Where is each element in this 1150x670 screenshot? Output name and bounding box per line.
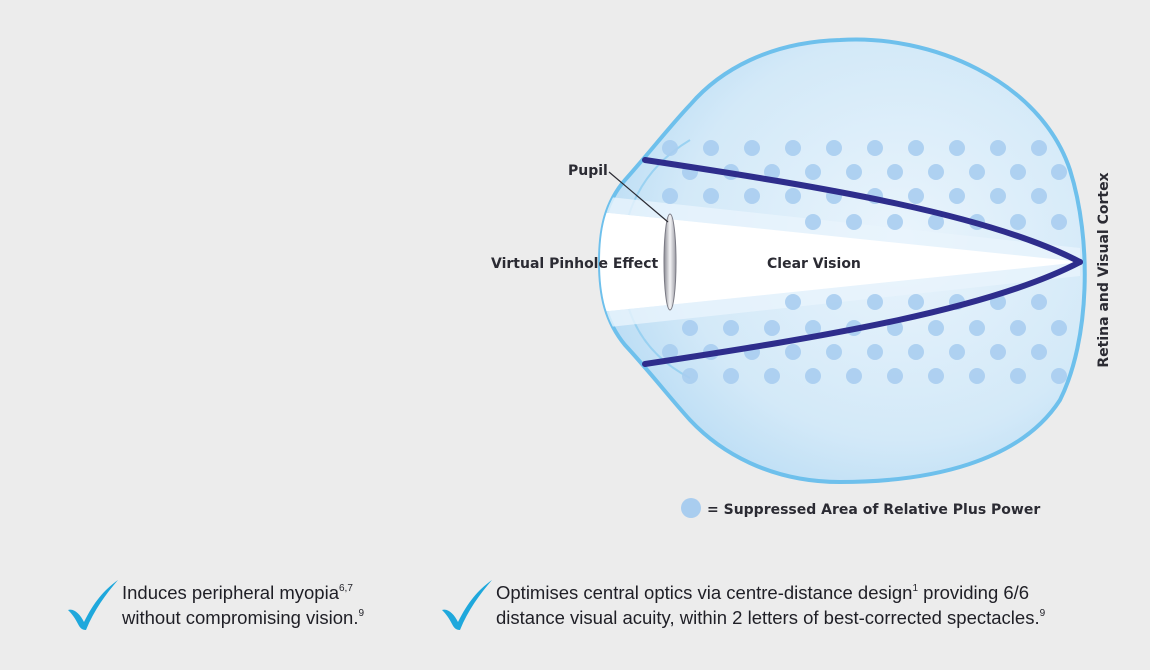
suppressed-dot [744,140,760,156]
pinhole-label: Virtual Pinhole Effect [491,256,659,272]
suppressed-dot [867,140,883,156]
focus-ray-bottom [642,259,1083,367]
checkmark-icon [442,580,492,630]
benefit-2-line1b: providing 6/6 [918,582,1030,603]
suppressed-dot [969,164,985,180]
suppressed-dot [928,214,944,230]
suppressed-dot [805,214,821,230]
suppressed-dot [1051,164,1067,180]
suppressed-dot [908,188,924,204]
suppressed-dot [867,344,883,360]
benefit-2-sup1: 1 [912,583,919,594]
benefit-2-line1: Optimises central optics via centre-dist… [496,582,913,603]
suppressed-dot [764,320,780,336]
suppressed-dot [1031,344,1047,360]
benefit-1-sup2: 9 [358,608,365,619]
suppressed-dot [846,214,862,230]
suppressed-dot [805,368,821,384]
suppressed-dot [867,294,883,310]
benefit-2-line2: distance visual acuity, within 2 letters… [496,607,1040,628]
suppressed-dot [908,294,924,310]
suppressed-dot [908,140,924,156]
suppressed-dot [1010,368,1026,384]
checkmark-icon [68,580,118,630]
suppressed-dot [908,344,924,360]
suppressed-dot [949,188,965,204]
suppressed-dot [969,320,985,336]
focus-ray-top [642,157,1083,265]
suppressed-dot [805,320,821,336]
benefit-2-sup2: 9 [1039,608,1046,619]
suppressed-dot [723,320,739,336]
pupil-label: Pupil [568,163,608,179]
suppressed-dots [662,140,1067,384]
pupil-leader-line [608,171,669,223]
benefit-1-line1: Induces peripheral myopia [122,582,339,603]
suppressed-dot [682,320,698,336]
retina-label: Retina and Visual Cortex [1096,172,1112,367]
suppressed-dot [969,368,985,384]
suppressed-dot [1031,188,1047,204]
suppressed-dot [1031,294,1047,310]
suppressed-dot [887,214,903,230]
legend-dot-icon [681,498,701,518]
benefit-1-sup1: 6,7 [339,583,353,594]
suppressed-dot [1010,164,1026,180]
suppressed-dot [1010,320,1026,336]
suppressed-dot [662,344,678,360]
legend-text: = Suppressed Area of Relative Plus Power [707,502,1040,518]
benefit-peripheral-myopia: Induces peripheral myopia6,7 without com… [64,580,364,634]
suppressed-dot [764,164,780,180]
suppressed-dot [846,368,862,384]
suppressed-dot [928,320,944,336]
suppressed-dot [703,140,719,156]
suppressed-dot [928,164,944,180]
benefit-1-line2: without compromising vision. [122,607,359,628]
suppressed-dot [785,140,801,156]
clear-vision-label: Clear Vision [767,256,861,272]
suppressed-dot [1010,214,1026,230]
suppressed-dot [826,294,842,310]
clear-vision-cone [600,212,1082,312]
suppressed-dot [990,140,1006,156]
suppressed-dot [990,344,1006,360]
suppressed-dot [744,188,760,204]
suppressed-dot [1051,368,1067,384]
suppressed-dot [703,188,719,204]
benefit-central-optics: Optimises central optics via centre-dist… [438,580,1045,634]
suppressed-dot [949,140,965,156]
suppressed-dot [1051,214,1067,230]
suppressed-dot [1051,320,1067,336]
pupil-lens [663,213,677,311]
light-band-bottom [600,262,1080,328]
suppressed-dot [805,164,821,180]
suppressed-dot [949,344,965,360]
suppressed-dot [682,368,698,384]
suppressed-dot [662,140,678,156]
suppressed-dot [826,140,842,156]
suppressed-dot [826,344,842,360]
suppressed-dot [764,368,780,384]
suppressed-dot [785,188,801,204]
light-band-top [600,196,1080,262]
suppressed-dot [928,368,944,384]
suppressed-dot [990,188,1006,204]
suppressed-dot [887,164,903,180]
suppressed-dot [887,368,903,384]
suppressed-dot [846,164,862,180]
suppressed-dot [785,294,801,310]
suppressed-dot [1031,140,1047,156]
suppressed-dot [785,344,801,360]
suppressed-dot [662,188,678,204]
suppressed-dot [723,368,739,384]
